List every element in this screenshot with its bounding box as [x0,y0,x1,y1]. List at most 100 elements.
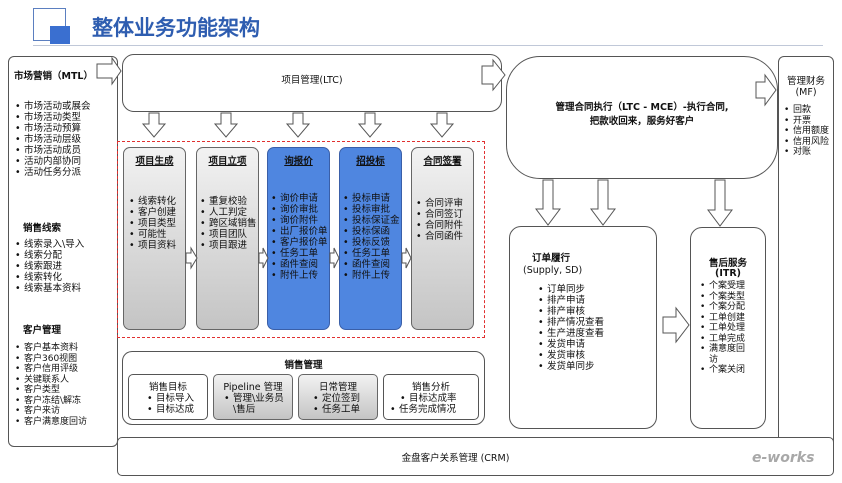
list-item: 工单处理 [700,323,764,334]
list-item: 合同函件 [416,231,463,242]
logo-square-fill [50,26,70,44]
list-item: 任务工单 [343,248,400,259]
order-list: 订单同步 排产申请 排产审核 排产情况查看 生产进度查看 发货申请 发货审核 发… [538,284,604,372]
stage-inquiry-quote: 询报价 询价申请 询价审批 询价附件 出厂报价单 客户报价单 任务工单 函件查阅… [267,147,330,330]
list-item: 生产进度查看 [538,328,604,339]
list-item: 人工判定 [200,207,257,218]
arrow-down-icon [141,112,167,138]
list-item: 投标反馈 [343,237,400,248]
mtl-panel: 市场营销（MTL） 市场活动或展会 市场活动类型 市场活动预算 市场活动层级 市… [8,56,118,447]
stage-bidding: 招投标 投标申请 投标审批 投标保证金 投标保函 投标反馈 任务工单 函件查阅 … [339,147,402,330]
list-item: 个案类型 [700,292,764,303]
sales-cell-daily: 日常管理 定位签到 任务工单 [298,374,378,420]
arrow-right-icon [329,247,340,269]
list-item: 开票 [784,116,829,127]
stages-dashed-frame [117,141,485,338]
after-title: 售后服务 [708,258,747,269]
list-item: 项目类型 [129,218,176,229]
after-list: 个案受理 个案类型 个案分配 工单创建 工单处理 工单完成 满意度回访 个案关闭 [700,281,764,376]
list-item: 附件上传 [271,270,328,281]
list-item: 工单完成 [700,334,764,345]
list-item: 活动任务分派 [15,167,117,178]
list-item: 目标导入 [147,393,194,404]
list-item: 市场活动层级 [15,134,117,145]
list-item: 发货单同步 [538,361,604,372]
list-item: 个案关闭 [700,365,764,376]
list-item: 线索录入\导入 [15,239,84,250]
list-item: 客户报价单 [271,237,328,248]
list-item: 管理\业务员\售后 [224,393,290,415]
list-item: 投标保函 [343,226,400,237]
leads-title: 销售线索 [23,223,62,234]
stage-list: 重复校验 人工判定 跨区域销售 项目团队 项目跟进 [200,196,257,251]
order-title: 订单履行 [532,253,571,264]
order-panel: 订单履行 (Supply, SD) 订单同步 排产申请 排产审核 排产情况查看 … [509,226,657,429]
stage-project-approval: 项目立项 重复校验 人工判定 跨区域销售 项目团队 项目跟进 [196,147,259,330]
list-item: 关键联系人 [15,375,115,386]
arrow-down-icon [590,179,616,226]
arrow-down-icon [429,112,455,138]
list-item: 客户创建 [129,207,176,218]
list-item: 市场活动成员 [15,145,117,156]
arrow-down-icon [357,112,383,138]
page-title: 整体业务功能架构 [92,16,260,40]
list-item: 工单创建 [700,313,764,324]
crm-bar: 金盘客户关系管理 (CRM) [117,437,834,476]
list-item: 项目团队 [200,229,257,240]
arrow-down-icon [707,179,733,227]
arrow-down-icon [213,112,239,138]
cell-list: 管理\业务员\售后 [224,393,290,415]
list-item: 函件查阅 [343,259,400,270]
list-item: 排产情况查看 [538,317,604,328]
mf-subtitle: (MF) [795,87,817,98]
contract-exec-line2: 把款收回来，服务好客户 [589,116,695,127]
list-item: 活动内部协同 [15,156,117,167]
stage-title: 合同签署 [423,156,462,167]
sales-cell-analysis: 销售分析 目标达成率 任务完成情况 [383,374,479,420]
list-item: 订单同步 [538,284,604,295]
contract-exec-box: 管理合同执行（LTC - MCE）-执行合同, 把款收回来，服务好客户 [506,56,778,179]
list-item: 项目跟进 [200,240,257,251]
list-item: 询价审批 [271,204,328,215]
ltc-box: 项目管理(LTC) [122,54,502,112]
list-item: 目标达成率 [400,393,457,404]
list-item: 回款 [784,105,829,116]
list-item: 信用风险 [784,137,829,148]
list-item: 合同签订 [416,209,463,220]
list-item: 投标保证金 [343,215,400,226]
list-item: 任务工单 [271,248,328,259]
cell-title: 日常管理 [318,382,357,393]
list-item: 询价附件 [271,215,328,226]
list-item: 市场活动类型 [15,112,117,123]
list-item: 客户冻结\解冻 [15,396,115,407]
stage-title: 项目生成 [135,156,174,167]
list-item: 出厂报价单 [271,226,328,237]
list-item: 个案受理 [700,281,764,292]
leads-list: 线索录入\导入 线索分配 线索跟进 线索转化 线索基本资料 [15,239,84,294]
list-item: 合同附件 [416,220,463,231]
mf-list: 回款 开票 信用额度 信用风险 对账 [784,105,829,158]
logo-square-icon [33,8,66,41]
arrow-right-icon [481,58,506,92]
list-item: 客户来访 [15,406,115,417]
mf-title: 管理财务 [786,76,825,87]
cell-title: 销售分析 [411,382,450,393]
cell-list: 定位签到 任务工单 [313,393,360,415]
list-item: 个案分配 [700,302,764,313]
cell-title: Pipeline 管理 [223,382,283,393]
cell-title: 销售目标 [148,382,187,393]
after-sales-panel: 售后服务 (ITR) 个案受理 个案类型 个案分配 工单创建 工单处理 工单完成… [690,227,766,429]
list-item: 线索跟进 [15,261,84,272]
list-item: 市场活动预算 [15,123,117,134]
stage-contract-signing: 合同签署 合同评审 合同签订 合同附件 合同函件 [411,147,474,330]
list-item: 满意度回访 [700,344,753,365]
arrow-right-icon [185,246,198,270]
sales-panel: 销售管理 销售目标 目标导入 目标达成 Pipeline 管理 管理\业务员\售… [122,351,485,425]
list-item: 函件查阅 [271,259,328,270]
list-item: 投标审批 [343,204,400,215]
stage-list: 询价申请 询价审批 询价附件 出厂报价单 客户报价单 任务工单 函件查阅 附件上… [271,193,328,281]
title-underline [33,45,823,46]
list-item: 发货审核 [538,350,604,361]
stage-title: 询报价 [284,156,313,167]
mtl-title: 市场营销（MTL） [14,71,93,82]
